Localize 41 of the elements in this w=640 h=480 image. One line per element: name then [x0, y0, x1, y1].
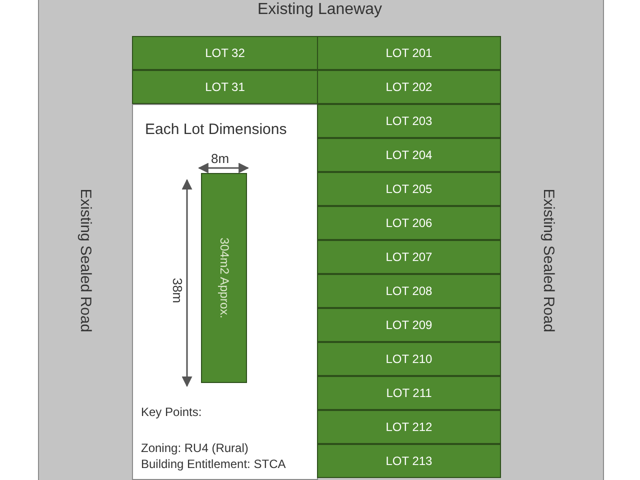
lot-parcel [317, 240, 501, 274]
panel-heading: Each Lot Dimensions [145, 121, 287, 138]
lot-number: LOT 212 [386, 420, 432, 434]
lot-number: LOT 202 [386, 80, 432, 94]
lot-number: LOT 204 [386, 148, 432, 162]
lot-parcel [317, 342, 501, 376]
dimension-label: 38m [170, 277, 185, 303]
lot-number: LOT 32 [205, 46, 245, 60]
lot-parcel [317, 308, 501, 342]
lot-parcel [317, 410, 501, 444]
lot-number: LOT 201 [386, 46, 432, 60]
lot-parcel [317, 104, 501, 138]
sample-lot [201, 173, 247, 383]
area-label: 304m2 Approx. [217, 238, 231, 318]
note-text: Zoning: RU4 (Rural) [141, 441, 248, 455]
lot-number: LOT 213 [386, 454, 432, 468]
lot-number: LOT 203 [386, 114, 432, 128]
lot-number: LOT 206 [386, 216, 432, 230]
lot-parcel [317, 70, 501, 104]
lot-number: LOT 209 [386, 318, 432, 332]
lot-parcel [132, 36, 318, 70]
lot-parcel [132, 70, 318, 104]
lot-parcel [317, 172, 501, 206]
key-points-heading: Key Points: [141, 405, 202, 419]
lot-number: LOT 31 [205, 80, 245, 94]
note-text: Building Entitlement: STCA [141, 457, 286, 471]
lot-parcel [317, 444, 501, 478]
lot-parcel [317, 274, 501, 308]
lot-number: LOT 207 [386, 250, 432, 264]
lot-number: LOT 210 [386, 352, 432, 366]
lot-parcel [317, 206, 501, 240]
lot-number: LOT 211 [386, 386, 432, 400]
lot-parcel [317, 376, 501, 410]
road-label: Existing Sealed Road [540, 188, 557, 332]
lot-number: LOT 208 [386, 284, 432, 298]
lot-parcel [317, 138, 501, 172]
road-label: Existing Laneway [258, 1, 382, 19]
lot-number: LOT 205 [386, 182, 432, 196]
dimension-label: 8m [211, 150, 230, 166]
road-label: Existing Sealed Road [76, 188, 94, 332]
lot-parcel [317, 36, 501, 70]
